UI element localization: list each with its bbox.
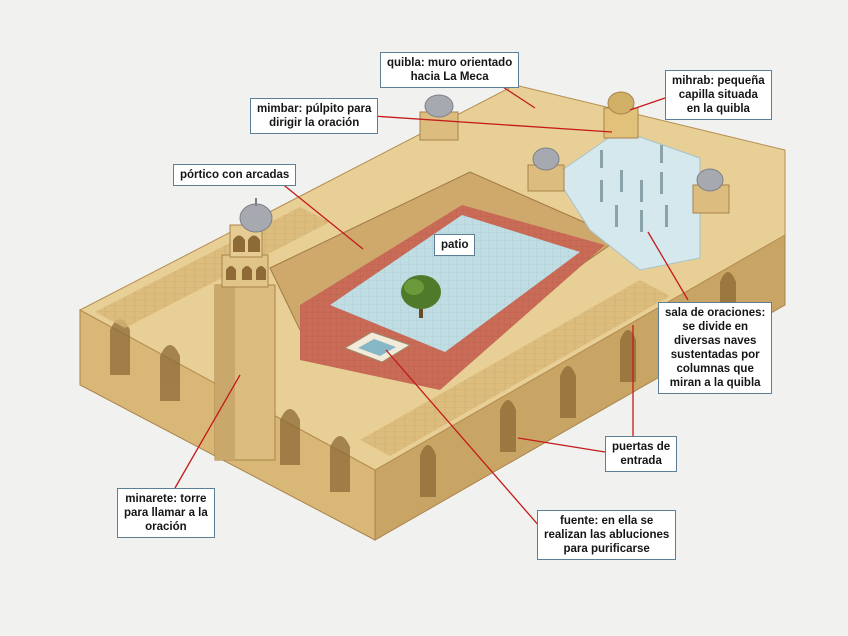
label-puertas-de-entrada: puertas de entrada [605,436,678,472]
roof-left-wing [95,207,330,328]
leader-fuente [385,349,541,528]
leader-mihrab [629,97,666,111]
dome-mihrab [603,91,639,139]
leader-lines [174,84,689,528]
dome-prayer-hall [527,147,565,192]
ablution-fountain [343,331,412,363]
label-patio: patio [434,234,476,256]
courtyard-tree [401,275,441,318]
label-minarete: minarete: torre para llamar a la oración [117,488,215,538]
minaret-tower [214,198,276,461]
leader-minarete [174,374,241,489]
label-mihrab: mihrab: pequeña capilla situada en la qu… [665,70,772,120]
leader-puertas-2 [517,437,606,453]
label-sala-de-oraciones: sala de oraciones: se divide en diversas… [658,302,773,394]
courtyard-floor [330,215,580,352]
leader-quibla [499,84,536,109]
leader-mimbar [357,114,613,133]
dome-quibla-corner [419,94,459,141]
label-portico: pórtico con arcadas [173,164,297,186]
roof-right-wing [360,280,670,456]
label-fuente: fuente: en ella se realizan las ablucion… [537,510,677,560]
leader-portico [274,177,364,250]
label-mimbar: mimbar: púlpito para dirigir la oración [250,98,379,134]
dome-right-corner [692,168,730,214]
prayer-hall-columns [600,145,668,232]
front-right-arches [420,272,736,497]
front-left-arches [110,319,350,492]
label-quibla: quibla: muro orientado hacia La Meca [380,52,520,88]
leader-sala [647,231,689,301]
